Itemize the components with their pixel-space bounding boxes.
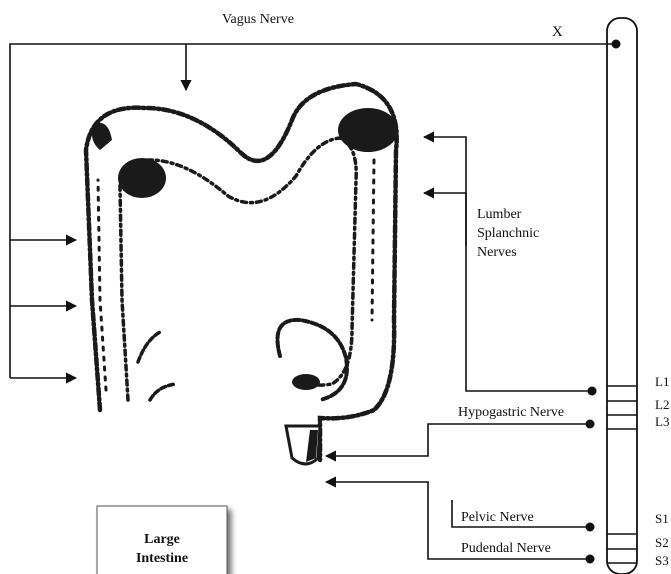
segment-l1-label: L1 — [655, 374, 669, 389]
hypogastric-nerve-label: Hypogastric Nerve — [458, 405, 564, 420]
segment-l3-label: L3 — [655, 414, 669, 429]
large-intestine-label-line1: Large — [144, 532, 180, 547]
large-intestine-caption-box: Large Intestine — [97, 506, 227, 574]
large-intestine-illustration — [86, 84, 398, 464]
segment-s2-label: S2 — [655, 535, 669, 550]
hypogastric-nerve-path — [326, 420, 595, 457]
lumbar-splanchnic-label-line1: Lumber — [477, 207, 522, 222]
segment-s1-label: S1 — [655, 511, 669, 526]
lumbar-splanchnic-label-line3: Nerves — [477, 245, 517, 260]
large-intestine-label-line2: Intestine — [136, 551, 188, 566]
segment-l2-label: L2 — [655, 397, 669, 412]
segment-s3-label: S3 — [655, 553, 669, 568]
x-marker-label: X — [552, 24, 563, 40]
lumbar-splanchnic-nerve-path — [424, 137, 597, 396]
pelvic-nerve-label: Pelvic Nerve — [461, 510, 534, 525]
vagus-nerve-label: Vagus Nerve — [222, 12, 294, 27]
lumbar-splanchnic-label-line2: Splanchnic — [477, 226, 539, 241]
pudendal-nerve-label: Pudendal Nerve — [461, 541, 551, 556]
spinal-cord — [607, 18, 637, 574]
